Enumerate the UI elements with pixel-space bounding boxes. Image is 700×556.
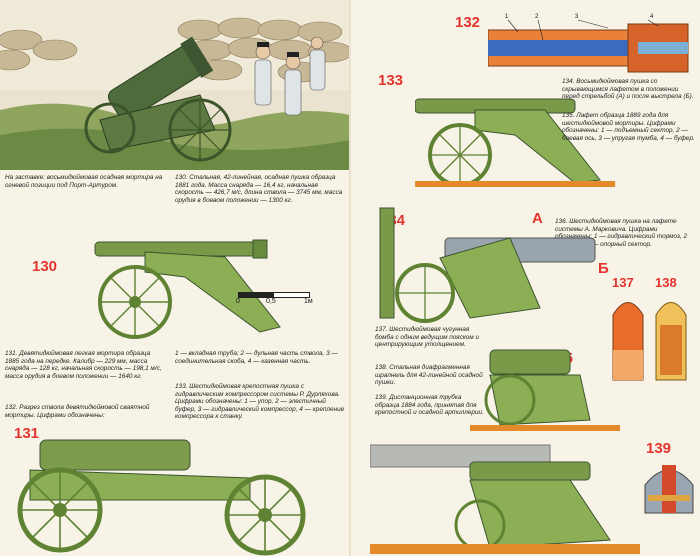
figure-number-131: 131 <box>14 425 40 442</box>
part-label-132-1: 1 <box>505 14 509 20</box>
shells-137-138 <box>612 302 687 381</box>
figure-number-132: 132 <box>455 14 481 31</box>
vignette-illustration <box>0 0 350 170</box>
caption-132: 132. Разрез ствола девятидюймовой сваятн… <box>5 404 150 419</box>
figure-number-133: 133 <box>378 72 404 89</box>
caption-139: 139. Дистанционная трубка образца 1884 г… <box>375 394 484 417</box>
caption-137: 137. Шестидюймовая чугунная бомба с одни… <box>375 326 480 349</box>
caption-133: 133. Шестидюймовая крепостная пушка с ги… <box>175 383 345 421</box>
page-gutter <box>349 0 351 556</box>
gun-133-illustration <box>415 98 615 187</box>
figure-number-130: 130 <box>32 258 58 275</box>
figure-number-137: 137 <box>612 275 634 290</box>
figure-number-138: 138 <box>655 275 677 290</box>
intro-caption: На заставке: восьмидюймовая осадная морт… <box>5 174 163 189</box>
caption-136: 136. Шестидюймовая пушка на лафете систе… <box>555 218 688 248</box>
gun-136-illustration <box>370 444 640 554</box>
part-label-132-3: 3 <box>575 14 579 20</box>
mortar-135-illustration <box>470 349 620 431</box>
scale-zero: 0 <box>236 298 240 305</box>
part-label-132-2: 2 <box>535 14 539 20</box>
left-page: На заставке: восьмидюймовая осадная морт… <box>0 0 350 556</box>
barrel-section-132 <box>488 19 689 73</box>
figure-label-B: Б <box>598 260 609 277</box>
caption-135: 135. Лафет образца 1889 года для шестидю… <box>562 112 695 142</box>
figure-label-A: А <box>532 210 543 227</box>
caption-130: 130. Стальная, 42-линейная, осадная пушк… <box>175 174 343 204</box>
gun-134-illustration <box>379 207 596 323</box>
scale-half: 0,5 <box>266 298 276 305</box>
right-page: 132 1 2 3 4 133 134. Восьмидюймовая пушк… <box>350 0 700 556</box>
caption-131: 131. Девятидюймовая легкая мортира образ… <box>5 350 162 380</box>
figure-number-139: 139 <box>646 440 672 457</box>
mortar-131-illustration <box>17 439 306 556</box>
caption-134: 134. Восьмидюймовая пушка со скрывающимс… <box>562 78 694 101</box>
scale-bar <box>238 292 310 298</box>
caption-138: 138. Стальная диафрагменная шрапнель для… <box>375 364 483 387</box>
caption-132b: 1 — вкладная труба; 2 — дульная часть ст… <box>175 350 338 365</box>
scale-one: 1м <box>304 298 313 305</box>
gun-130-illustration <box>94 239 281 339</box>
part-label-132-4: 4 <box>650 14 654 20</box>
fuse-139-illustration <box>644 465 694 514</box>
